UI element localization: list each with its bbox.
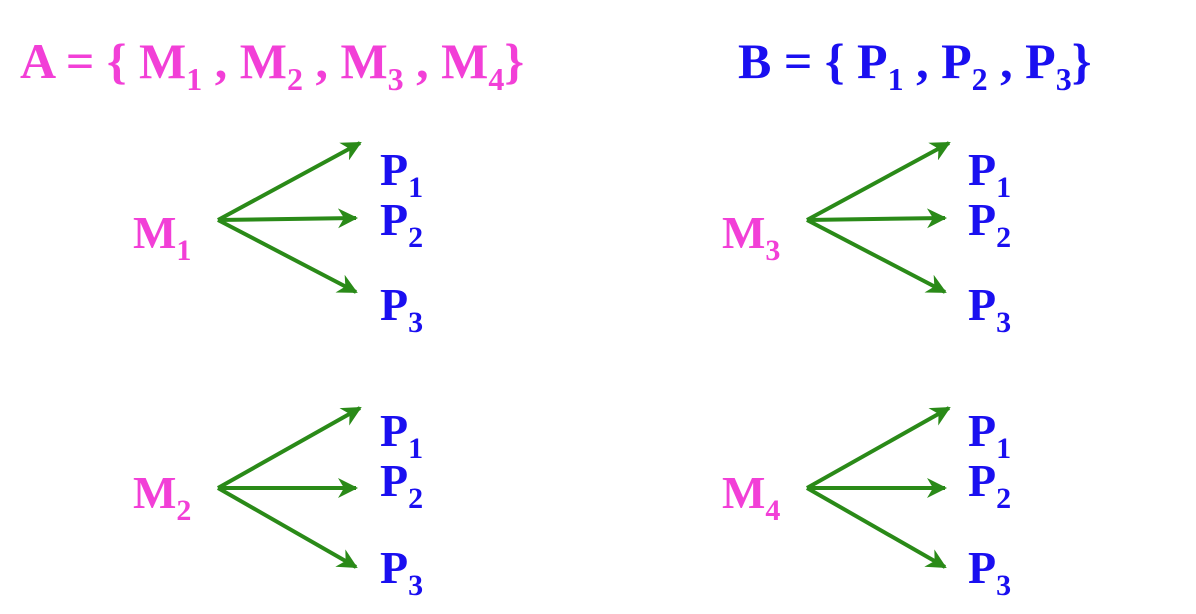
source-node-m3-sub: 3 [765, 234, 781, 267]
target-node-p1-base: P [968, 144, 997, 195]
target-node-p3: P3 [380, 279, 423, 338]
arrow-m1-to-p1 [217, 141, 362, 222]
target-node-p2-sub: 2 [996, 482, 1012, 515]
set-a-element: M2 [239, 33, 303, 97]
source-node-m3-base: M [722, 207, 766, 258]
arrow-m4-to-p1 [806, 406, 951, 490]
target-node-p1-base: P [968, 405, 997, 456]
source-node-m2: M2 [133, 467, 191, 526]
set-a-element: M3 [340, 33, 404, 97]
arrow-m3-to-p1 [806, 141, 951, 222]
set-a-separator: , [403, 33, 442, 89]
target-node-p3: P3 [968, 279, 1011, 338]
set-b-lhs: B = { [738, 33, 845, 89]
target-node-p1: P1 [968, 144, 1011, 203]
set-a-element: M4 [441, 33, 505, 97]
source-node-m2-base: M [133, 467, 177, 518]
target-node-p3-base: P [380, 542, 409, 593]
arrow-m3-to-p3 [806, 218, 947, 294]
target-node-p3-base: P [968, 279, 997, 330]
target-node-p2-base: P [380, 455, 409, 506]
target-node-p2: P2 [968, 455, 1011, 514]
source-node-m1-sub: 1 [176, 234, 192, 267]
target-node-p3-sub: 3 [408, 569, 424, 602]
target-node-p1-base: P [380, 405, 409, 456]
target-node-p3-sub: 3 [408, 306, 424, 339]
target-node-p1: P1 [380, 144, 423, 203]
target-node-p1: P1 [968, 405, 1011, 464]
set-a-definition: A = { M1 , M2 , M3 , M4} [20, 33, 525, 97]
target-node-p2-base: P [380, 194, 409, 245]
set-a-close: } [504, 33, 525, 89]
target-node-p2-sub: 2 [408, 482, 424, 515]
arrow-m2-to-p3 [217, 486, 358, 569]
target-node-p1-sub: 1 [996, 432, 1012, 465]
source-node-m2-sub: 2 [176, 494, 192, 527]
arrow-m1-to-p2 [217, 208, 358, 229]
set-a-separator: , [302, 33, 341, 89]
set-b-definition: B = { P1 , P2 , P3} [738, 33, 1092, 97]
target-node-p1: P1 [380, 405, 423, 464]
target-node-p3-sub: 3 [996, 306, 1012, 339]
set-a-lhs: A = { [20, 33, 127, 89]
target-node-p3: P3 [968, 542, 1011, 601]
target-node-p2-sub: 2 [408, 221, 424, 254]
source-node-m1-base: M [133, 207, 177, 258]
set-b-element: P3 [1025, 33, 1072, 97]
target-node-p3: P3 [380, 542, 423, 601]
target-node-p2-sub: 2 [996, 221, 1012, 254]
source-node-m4-base: M [722, 467, 766, 518]
set-b-element: P2 [941, 33, 988, 97]
set-b-separator: , [987, 33, 1026, 89]
set-a-separator: , [202, 33, 240, 89]
source-node-m4: M4 [722, 467, 780, 526]
set-a-element: M1 [139, 33, 203, 97]
target-node-p2: P2 [380, 194, 423, 253]
target-node-p1-sub: 1 [408, 432, 424, 465]
arrow-m4-to-p3 [806, 486, 947, 569]
set-b-separator: , [903, 33, 942, 89]
target-node-p1-sub: 1 [996, 171, 1012, 204]
target-node-p1-base: P [380, 144, 409, 195]
target-node-p2-base: P [968, 194, 997, 245]
target-node-p3-sub: 3 [996, 569, 1012, 602]
target-node-p3-base: P [968, 542, 997, 593]
target-node-p3-base: P [380, 279, 409, 330]
target-node-p2: P2 [380, 455, 423, 514]
arrow-m3-to-p2 [806, 208, 947, 229]
source-node-m4-sub: 4 [765, 494, 781, 527]
source-node-m3: M3 [722, 207, 780, 266]
target-node-p2-base: P [968, 455, 997, 506]
arrow-m2-to-p1 [217, 406, 362, 490]
arrow-m1-to-p3 [217, 218, 358, 294]
set-b-element: P1 [857, 33, 904, 97]
target-node-p2: P2 [968, 194, 1011, 253]
set-b-close: } [1071, 33, 1092, 89]
source-node-m1: M1 [133, 207, 191, 266]
target-node-p1-sub: 1 [408, 171, 424, 204]
